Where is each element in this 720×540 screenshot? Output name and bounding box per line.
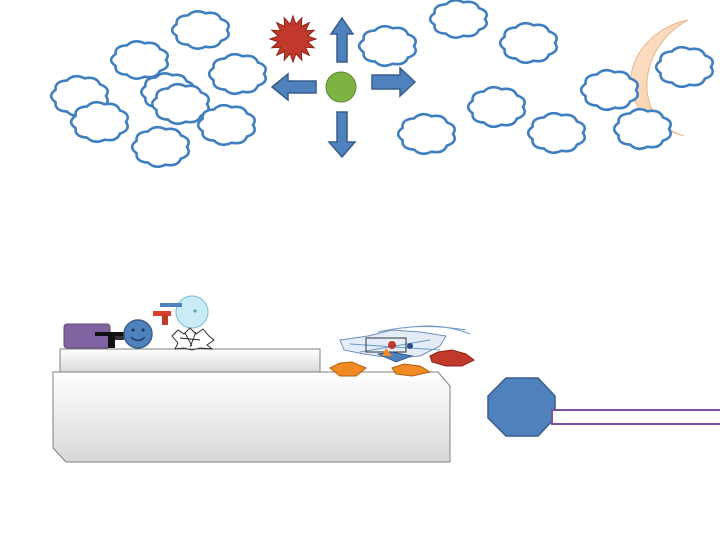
sun-icon bbox=[268, 14, 318, 64]
gun-icon bbox=[95, 332, 125, 348]
cloud-icon bbox=[428, 0, 488, 39]
sun-burst-icon bbox=[268, 14, 318, 64]
cloud-icon bbox=[357, 24, 417, 68]
arrow-up-icon[interactable] bbox=[329, 16, 355, 63]
octagon-goal-icon[interactable] bbox=[487, 377, 556, 437]
cloud-icon bbox=[498, 21, 558, 65]
cloud-icon bbox=[207, 52, 267, 96]
arrow-down-icon[interactable] bbox=[327, 111, 357, 159]
cloud-icon bbox=[196, 103, 256, 147]
scribble-cluster bbox=[329, 325, 475, 377]
cloud-icon bbox=[612, 107, 672, 151]
spiky-creature-icon bbox=[171, 327, 215, 351]
ghost-enemy-icon bbox=[153, 295, 209, 329]
rail-track bbox=[551, 409, 720, 425]
cloud-icon bbox=[109, 40, 169, 80]
smiley-face-icon bbox=[123, 319, 153, 349]
cloud-layer bbox=[49, 0, 714, 169]
green-ball-icon[interactable] bbox=[325, 71, 357, 103]
cloud-icon bbox=[654, 45, 714, 89]
cloud-icon bbox=[466, 85, 526, 129]
cloud-icon bbox=[526, 111, 586, 155]
cloud-icon bbox=[150, 82, 210, 126]
cloud-icon bbox=[396, 112, 456, 156]
cloud-icon bbox=[579, 68, 639, 112]
cloud-icon bbox=[69, 100, 129, 144]
cloud-icon bbox=[130, 125, 190, 169]
arrow-left-icon[interactable] bbox=[270, 72, 317, 102]
arrow-right-icon[interactable] bbox=[371, 66, 417, 98]
moon-icon bbox=[630, 19, 689, 137]
upper-platform bbox=[59, 348, 321, 374]
cloud-icon bbox=[170, 10, 230, 50]
main-platform bbox=[52, 371, 451, 463]
